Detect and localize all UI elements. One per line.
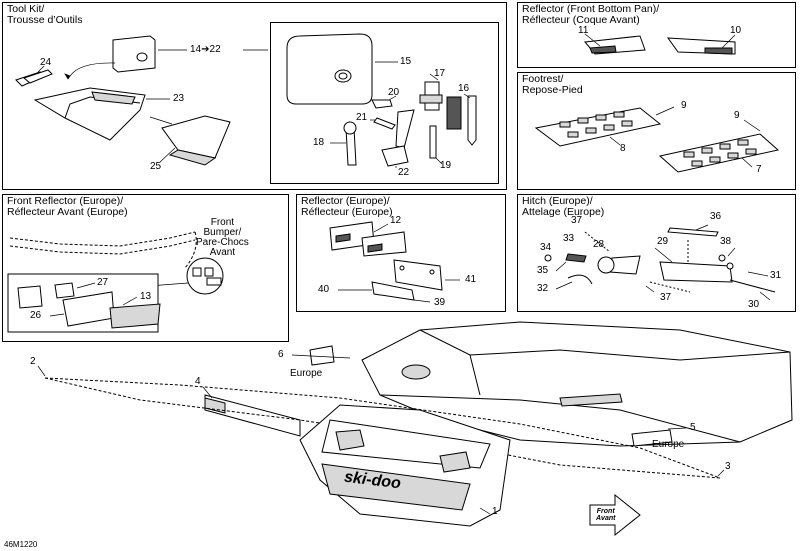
callout-4: 4 — [195, 376, 201, 387]
callout-37-bottom: 37 — [660, 292, 672, 303]
callout-34: 34 — [540, 242, 552, 253]
callout-6: 6 — [278, 349, 284, 360]
panel-title: Footrest/ Repose-Pied — [522, 73, 583, 96]
callout-32: 32 — [537, 283, 549, 294]
callout-29: 29 — [657, 236, 669, 247]
callout-37-top: 37 — [571, 215, 583, 226]
bumper-outline — [9, 231, 197, 269]
panel-reflector-bottom-pan: Reflector (Front Bottom Pan)/ Réflecteur… — [517, 2, 796, 68]
tool-holder-part — [33, 87, 146, 141]
reflector-bracket-part — [371, 259, 443, 301]
callout-22: 22 — [398, 167, 410, 178]
callout-17: 17 — [434, 68, 446, 79]
callout-39: 39 — [434, 297, 446, 308]
reflector-plates-part — [329, 221, 407, 257]
reflector-pad-left-part — [584, 35, 646, 55]
front-bumper-label: Front Bumper/ Pare-Chocs Avant — [196, 217, 249, 258]
panel-title: Tool Kit/ Trousse d’Outils — [7, 3, 83, 26]
callout-26: 26 — [30, 310, 42, 321]
callout-5: 5 — [690, 422, 696, 433]
wrench-part — [343, 121, 357, 166]
clip-pair-part — [192, 267, 222, 286]
callout-8: 8 — [620, 143, 626, 154]
callout-21: 21 — [356, 112, 368, 123]
callout-24: 24 — [40, 57, 52, 68]
panel-hitch-europe: Hitch (Europe)/ Attelage (Europe) — [517, 194, 796, 312]
callout-9-right: 9 — [734, 110, 740, 121]
callout-30: 30 — [748, 299, 760, 310]
panel-title: Reflector (Europe)/ Réflecteur (Europe) — [301, 195, 393, 218]
panel-title: Front Reflector (Europe)/ Réflecteur Ava… — [7, 195, 128, 218]
callout-18: 18 — [313, 137, 325, 148]
panel-title: Reflector (Front Bottom Pan)/ Réflecteur… — [522, 3, 660, 26]
figure-code: 46M1220 — [4, 540, 38, 549]
callout-36: 36 — [710, 211, 722, 222]
callout-28: 28 — [593, 239, 605, 250]
tool-set-part — [371, 99, 437, 167]
callout-3: 3 — [725, 461, 731, 472]
socket-part — [419, 81, 443, 111]
callout-12: 12 — [390, 215, 402, 226]
callout-11: 11 — [578, 25, 589, 36]
callout-7: 7 — [756, 164, 762, 175]
callout-33: 33 — [563, 233, 575, 244]
hood-part — [299, 404, 511, 527]
front-arrow-label: Front Avant — [596, 508, 616, 522]
callout-40: 40 — [318, 284, 330, 295]
panel-reflector-europe: Reflector (Europe)/ Réflecteur (Europe) — [296, 194, 506, 312]
callout-16: 16 — [458, 83, 470, 94]
callout-35: 35 — [537, 265, 549, 276]
callout-2: 2 — [30, 356, 36, 367]
callout-25: 25 — [150, 161, 162, 172]
front-direction-arrow — [589, 493, 641, 537]
callout-27: 27 — [97, 277, 109, 288]
reflector-pad-right-part — [666, 37, 736, 55]
panel-title: Hitch (Europe)/ Attelage (Europe) — [522, 195, 605, 218]
callout-19: 19 — [440, 160, 452, 171]
callout-15: 15 — [400, 56, 412, 67]
arrow-reference-label: 14➔22 — [190, 44, 221, 55]
reflector-housing-part — [7, 273, 161, 333]
pouch-cover-part — [161, 115, 231, 166]
europe-label-right: Europe — [652, 439, 685, 450]
callout-1: 1 — [492, 506, 498, 517]
panel-footrest: Footrest/ Repose-Pied — [517, 72, 796, 190]
callout-41: 41 — [465, 274, 477, 285]
callout-10: 10 — [730, 25, 742, 36]
callout-9-left: 9 — [681, 100, 687, 111]
callout-31: 31 — [770, 270, 782, 281]
callout-20: 20 — [388, 87, 400, 98]
callout-23: 23 — [173, 93, 185, 104]
clip-part — [15, 69, 53, 87]
hitch-part — [544, 224, 776, 293]
callout-13: 13 — [140, 291, 152, 302]
tool-bag-part — [286, 33, 373, 105]
callout-38: 38 — [720, 236, 732, 247]
bottom-pan-part — [361, 321, 793, 447]
tool-pouch-part — [112, 35, 156, 73]
footrest-left-part — [534, 107, 662, 147]
spark-plug-part — [446, 95, 477, 146]
footrest-right-part — [658, 133, 780, 173]
europe-label-left: Europe — [290, 368, 323, 379]
